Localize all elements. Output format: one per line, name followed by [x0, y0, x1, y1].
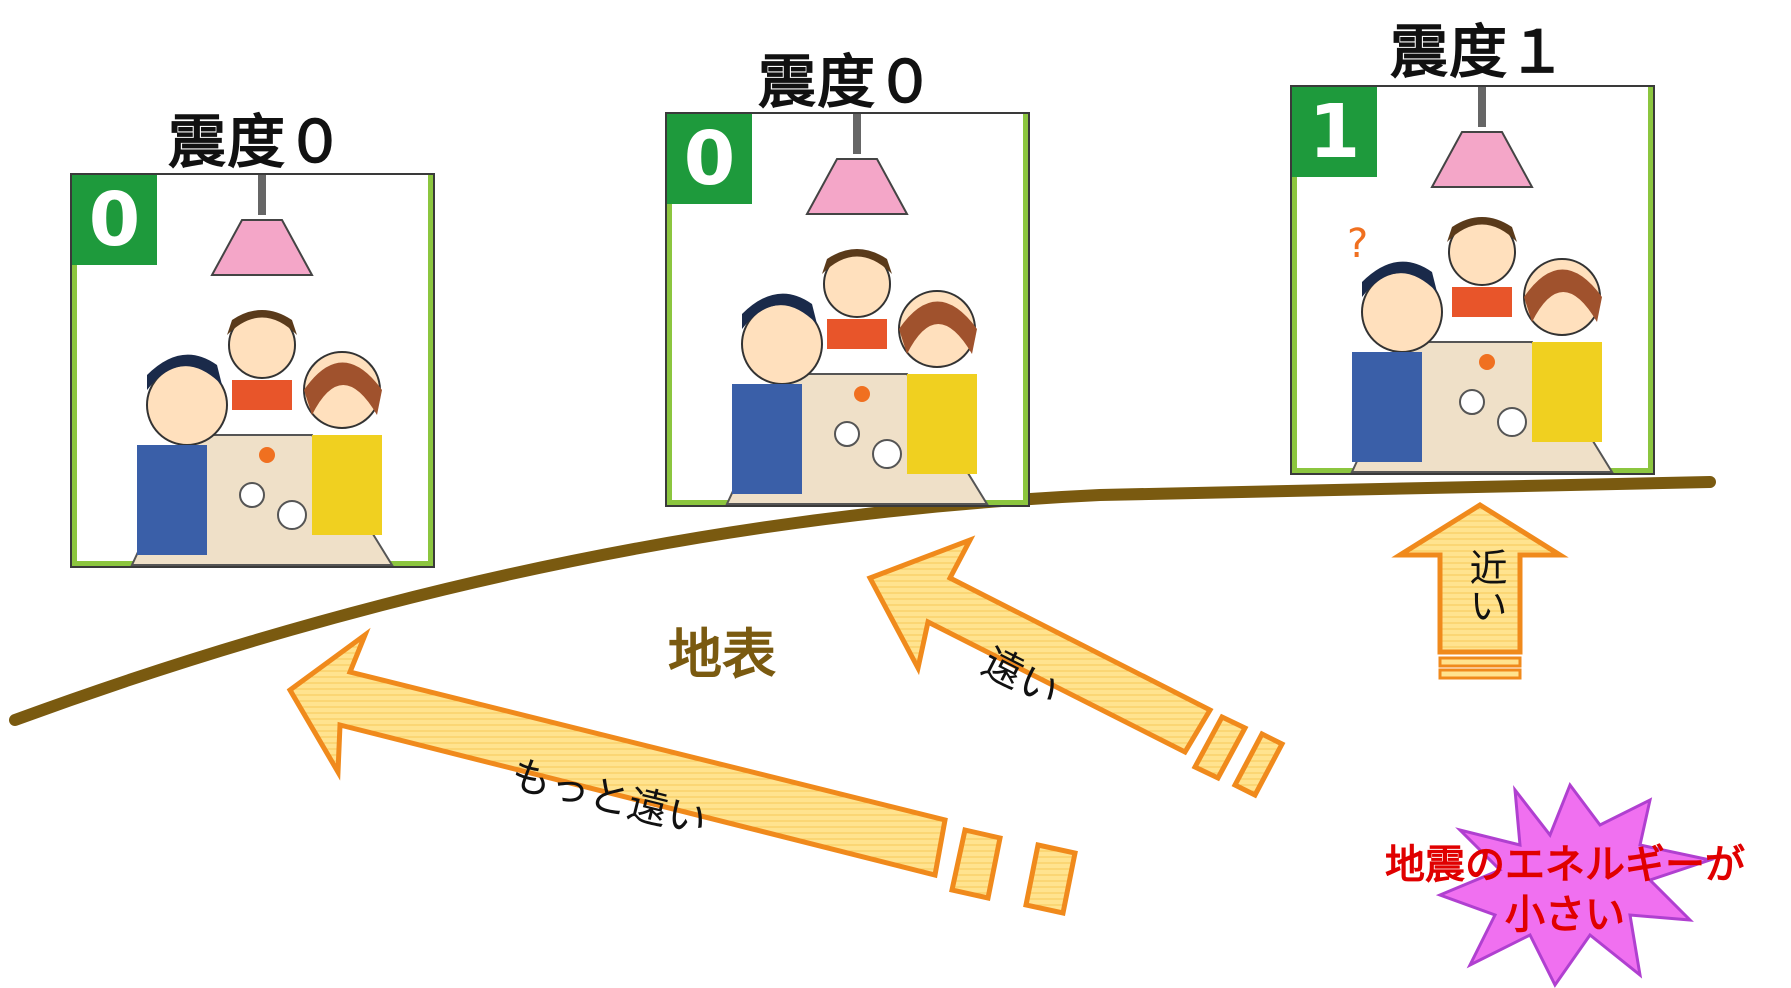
ground-label: 地表: [668, 623, 776, 686]
intensity-badge: 0: [667, 114, 752, 204]
panel-3-title: 震度１: [1390, 18, 1568, 86]
question-mark-icon: ?: [1347, 221, 1368, 267]
intensity-badge: 0: [72, 175, 157, 265]
near-arrow: [1391, 502, 1569, 680]
intensity-badge: 1: [1292, 87, 1377, 177]
energy-burst-shape: [1435, 781, 1716, 988]
near-arrow-label: 近い: [1463, 548, 1507, 624]
family-dinner-illustration: [725, 114, 989, 505]
intensity-panel-2: 0: [665, 112, 1030, 507]
mid-arrow: [866, 535, 1286, 799]
energy-note-line2: 小さい: [1505, 892, 1625, 938]
family-dinner-illustration: [130, 175, 394, 566]
energy-note-line1: 地震のエネルギーが: [1385, 842, 1745, 888]
far-arrow: [286, 627, 1078, 916]
energy-note: 地震のエネルギーが 小さい: [1350, 840, 1780, 940]
panel-2-title: 震度０: [758, 48, 936, 116]
family-dinner-illustration: ?: [1347, 87, 1614, 473]
intensity-panel-3: ? 1: [1290, 85, 1655, 475]
intensity-panel-1: 0: [70, 173, 435, 568]
panel-1-title: 震度０: [168, 108, 346, 176]
